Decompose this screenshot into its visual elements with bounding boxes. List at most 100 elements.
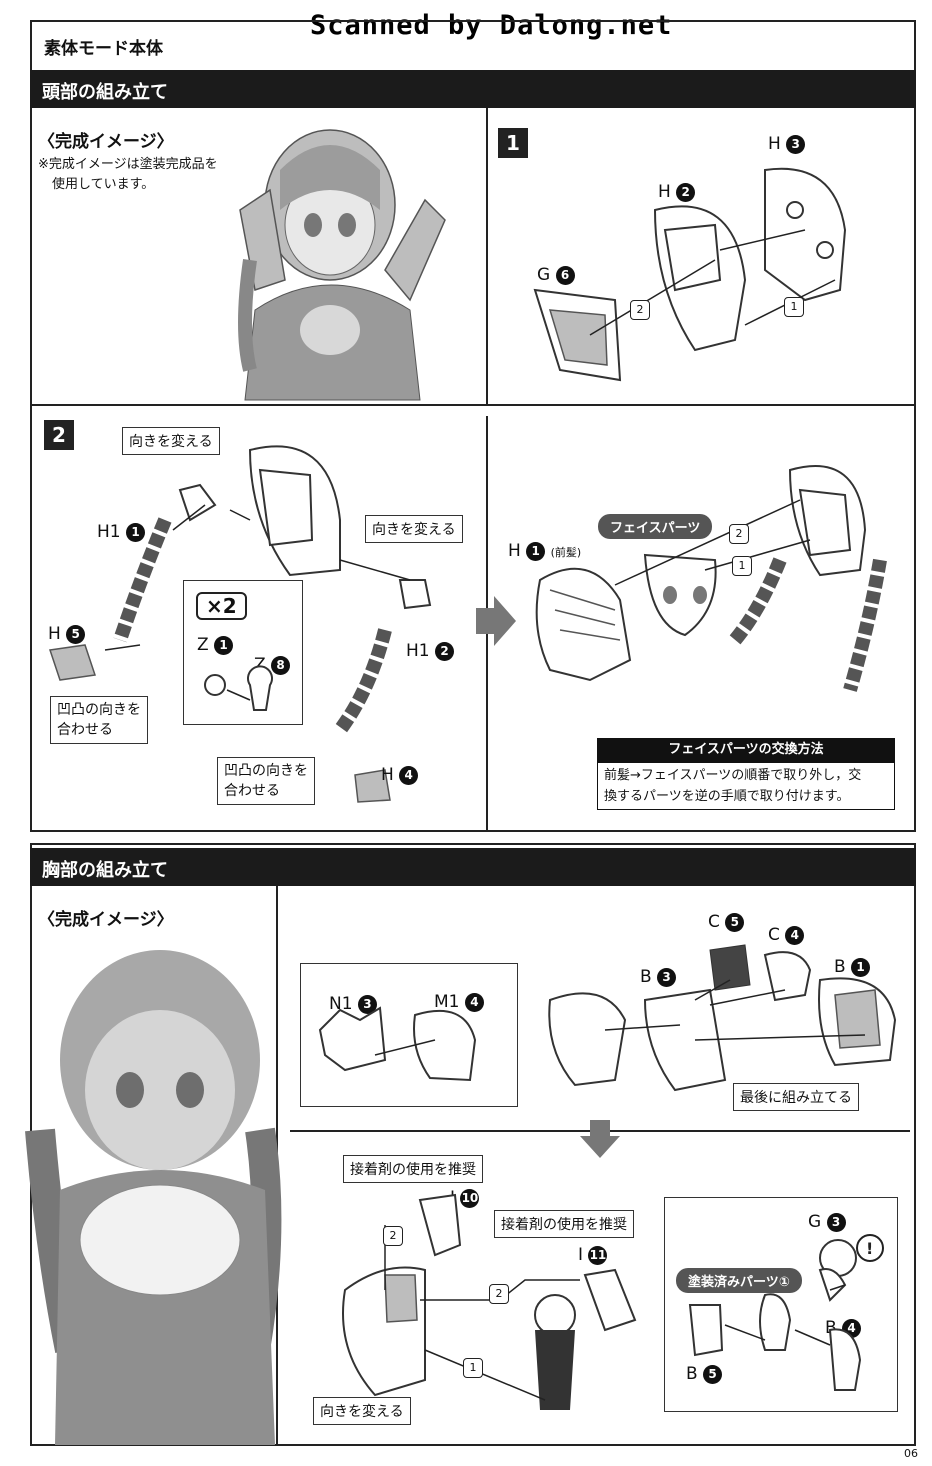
head-finished-note-1: ※完成イメージは塗装完成品を [38, 157, 218, 172]
part-number: 4 [464, 993, 484, 1012]
part-label-h3: H 3 [768, 134, 806, 154]
part-letter: N1 [329, 994, 353, 1014]
part-number: 3 [657, 968, 677, 987]
part-letter: B [825, 1318, 837, 1338]
chest-finished-label: 〈完成イメージ〉 [38, 910, 174, 930]
part-label-n1-3: N1 3 [329, 994, 377, 1014]
callout-align-2-line-1: 凹凸の向きを [224, 763, 308, 779]
part-label-i11: I 11 [578, 1245, 608, 1265]
part-label-h1-2: H1 2 [406, 641, 455, 661]
part-letter: Z [254, 655, 266, 675]
step-2-arrow-1-marker: 1 [732, 556, 752, 576]
part-number: 1 [851, 958, 871, 977]
info-line-1: 前髪→フェイスパーツの順番で取り外し，交 [604, 768, 862, 783]
part-letter: H [508, 541, 521, 561]
head-section-title: 頭部の組み立て [42, 82, 168, 103]
info-line-2: 換するパーツを逆の手順で取り付けます。 [604, 789, 850, 804]
chest-lower-parts-illustration [342, 1193, 637, 1410]
part-letter: I [578, 1245, 584, 1265]
part-letter: G [537, 265, 551, 285]
part-letter: C [708, 912, 720, 932]
head-finished-figure-illustration [238, 129, 446, 401]
head-finished-note-2: 使用しています。 [52, 177, 155, 192]
x2-parts-box [183, 580, 303, 725]
chest-finished-figure-illustration [25, 950, 282, 1445]
part-number: 1 [526, 542, 546, 561]
callout-align-2-line-2: 合わせる [224, 783, 280, 799]
head-divider-horizontal [30, 404, 916, 406]
step-1-arrow-1-marker: 1 [784, 297, 804, 317]
z-joint-parts-illustration [204, 665, 273, 711]
chest-section-header: 胸部の組み立て [30, 848, 916, 886]
callout-align-2: 凹凸の向きを 合わせる [217, 757, 315, 805]
part-number: 11 [588, 1246, 608, 1265]
svg-text:!: ! [866, 1239, 873, 1258]
part-label-z1: Z 1 [197, 635, 234, 655]
part-label-z8: Z 8 [254, 655, 291, 675]
painted-parts-illustration: ! [688, 1234, 884, 1391]
part-label-g3: G 3 [808, 1212, 846, 1232]
callout-align-1-line-1: 凹凸の向きを [57, 702, 141, 718]
head-divider-vertical-top [486, 108, 488, 406]
part-label-h2: H 2 [658, 182, 696, 202]
callout-assemble-last: 最後に組み立てる [733, 1083, 859, 1111]
part-label-b1: B 1 [834, 957, 871, 977]
part-letter: Z [197, 635, 209, 655]
part-label-g6: G 6 [537, 265, 575, 285]
part-letter: B [686, 1364, 698, 1384]
part-letter: H [381, 765, 394, 785]
down-arrow-icon [580, 1120, 620, 1158]
part-number: 4 [399, 766, 419, 785]
part-letter: B [834, 957, 846, 977]
part-number: 3 [786, 135, 806, 154]
page-number: 06 [904, 1447, 918, 1460]
part-number: 4 [785, 926, 805, 945]
chest-arrow-2a-marker: 2 [383, 1226, 403, 1246]
part-letter: M1 [434, 992, 460, 1012]
callout-align-1: 凹凸の向きを 合わせる [50, 696, 148, 744]
scan-watermark: Scanned by Dalong.net [310, 10, 673, 41]
part-number: 6 [555, 266, 575, 285]
part-label-h1-front-hair: H 1 (前髪) [508, 541, 581, 561]
part-letter: B [640, 967, 652, 987]
face-parts-exchange-body: 前髪→フェイスパーツの順番で取り外し，交 換するパーツを逆の手順で取り付けます。 [597, 762, 895, 810]
part-number: 8 [271, 656, 291, 675]
part-number: 3 [826, 1213, 846, 1232]
part-label-c4: C 4 [768, 925, 805, 945]
part-label-h4: H 4 [381, 765, 419, 785]
part-label-h1-1: H1 1 [97, 522, 146, 542]
part-label-b5: B 5 [686, 1364, 723, 1384]
part-number: 1 [126, 523, 146, 542]
part-label-h5: H 5 [48, 624, 86, 644]
part-number: 5 [725, 913, 745, 932]
part-number: 5 [703, 1365, 723, 1384]
callout-glue-recommended-1: 接着剤の使用を推奨 [343, 1155, 483, 1183]
part-suffix: (前髪) [550, 546, 582, 559]
callout-glue-recommended-2: 接着剤の使用を推奨 [494, 1210, 634, 1238]
face-parts-exchange-title: フェイスパーツの交換方法 [597, 738, 895, 762]
callout-turn-2: 向きを変える [365, 515, 463, 543]
part-number: 10 [460, 1189, 480, 1208]
part-letter: H1 [406, 641, 430, 661]
head-finished-label: 〈完成イメージ〉 [38, 132, 174, 152]
x2-quantity-badge: ×2 [196, 592, 247, 620]
head-page-frame [30, 20, 916, 832]
chest-upper-parts-illustration [318, 944, 897, 1092]
chest-arrow-2b-marker: 2 [489, 1284, 509, 1304]
part-letter: H1 [97, 522, 121, 542]
part-number: 1 [214, 636, 234, 655]
part-label-b3: B 3 [640, 967, 677, 987]
face-parts-pill: フェイスパーツ [598, 514, 713, 539]
part-letter: G [808, 1212, 822, 1232]
callout-align-1-line-2: 合わせる [57, 722, 113, 738]
part-number: 5 [66, 625, 86, 644]
caution-icon [856, 1234, 884, 1262]
part-letter: C [768, 925, 780, 945]
step-1-head-parts-illustration [533, 167, 847, 382]
part-label-m1-4: M1 4 [434, 992, 484, 1012]
next-step-arrow-icon [476, 596, 516, 646]
face-parts-exchange-illustration [535, 465, 887, 692]
part-number: 2 [435, 642, 455, 661]
part-number: 3 [357, 995, 377, 1014]
mode-title: 素体モード本体 [44, 39, 163, 59]
